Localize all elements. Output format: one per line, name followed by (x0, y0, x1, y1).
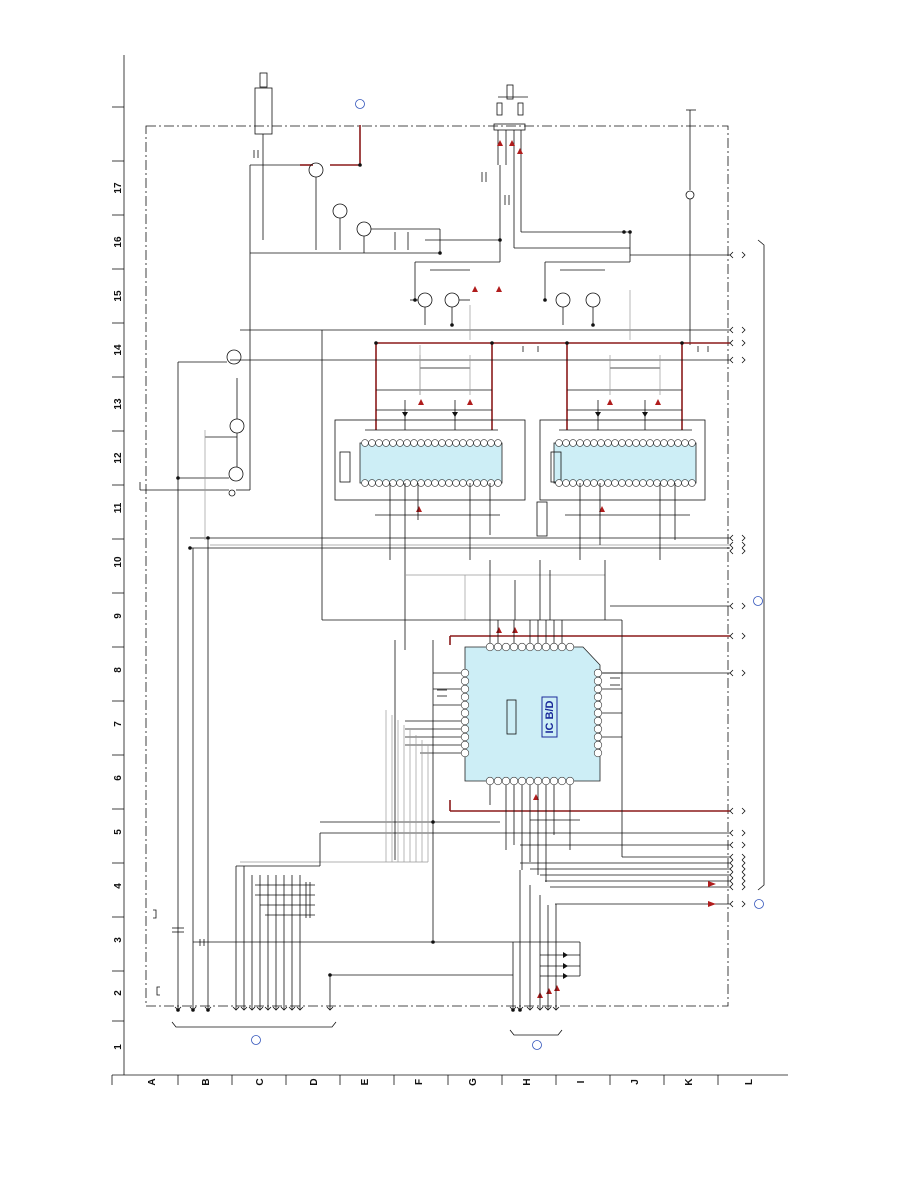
column-label: 3 (113, 937, 124, 943)
upper-amp-left (410, 165, 501, 325)
main-ic: IC B/D (320, 620, 622, 940)
column-label: 9 (113, 613, 124, 619)
amp-ic-left (334, 355, 526, 580)
amp-to-main-wires (322, 560, 623, 860)
power-rails (375, 342, 730, 812)
column-label: 12 (113, 452, 124, 464)
column-label: 1 (113, 1044, 124, 1050)
main-ic-pins-bottom (485, 776, 575, 786)
main-ic-pins-top (485, 642, 575, 652)
reference-marker (753, 596, 763, 606)
column-label: 11 (113, 502, 124, 513)
column-label: 8 (113, 667, 124, 673)
frame (111, 55, 788, 1085)
column-label: 7 (113, 721, 124, 727)
column-label: 14 (113, 344, 124, 356)
top-connector-right (493, 84, 528, 165)
right-bracket (757, 239, 765, 891)
bottom-left-bracket (171, 1021, 337, 1028)
gray-signal-lines (192, 290, 631, 1010)
connector-arrows (729, 251, 746, 908)
right-output-lines (190, 254, 730, 905)
bottom-mid-bracket (509, 1029, 563, 1036)
signal-arrows (416, 140, 716, 998)
main-ic-pins-right (593, 668, 603, 758)
top-right-test-point (685, 109, 696, 345)
column-ticks (112, 106, 124, 1022)
reference-marker (532, 1040, 542, 1050)
top-connector-left (254, 72, 273, 150)
main-ic-pins-left (460, 668, 470, 758)
column-label: 10 (113, 556, 124, 568)
column-label: 17 (113, 182, 124, 194)
row-label: L (744, 1079, 755, 1085)
column-label: 16 (113, 236, 124, 248)
column-label: 2 (113, 990, 124, 996)
row-label: F (414, 1079, 425, 1085)
column-label: 15 (113, 290, 124, 302)
reference-marker (754, 899, 764, 909)
reference-marker (355, 99, 365, 109)
reference-markers (251, 99, 764, 1050)
ic-pins-top (361, 439, 502, 447)
reference-marker (251, 1035, 261, 1045)
row-label: A (147, 1078, 158, 1085)
column-label: 6 (113, 775, 124, 781)
top-transistor-cluster (250, 125, 500, 254)
upper-amp-right (513, 165, 632, 325)
row-label: E (360, 1078, 371, 1085)
capacitors (172, 150, 709, 946)
ic-pins-top (555, 439, 696, 447)
row-label: D (309, 1078, 320, 1085)
row-label: I (576, 1080, 587, 1083)
main-ic-label: IC B/D (544, 700, 556, 733)
ic-pins-bottom (555, 479, 696, 487)
row-label: K (684, 1078, 695, 1086)
row-label: J (630, 1079, 641, 1085)
row-label: H (522, 1078, 533, 1085)
bottom-diode-matrix (193, 870, 581, 1010)
left-transistor-column (139, 165, 323, 1010)
row-label: B (201, 1078, 212, 1085)
column-label: 5 (113, 829, 124, 835)
row-label: C (255, 1078, 266, 1085)
ic-label-box (541, 696, 558, 738)
board-outline (145, 125, 729, 1007)
amp-ic-right (536, 355, 706, 560)
row-labels: A B C D E F G H I J K L (147, 1078, 755, 1086)
column-label: 13 (113, 398, 124, 410)
bottom-terminals (174, 1006, 560, 1011)
ic-marker (506, 699, 517, 735)
row-ticks (177, 1075, 719, 1085)
row-label: G (468, 1078, 479, 1086)
column-labels: 1 2 3 4 5 6 7 8 9 10 11 12 13 14 15 16 1… (113, 182, 124, 1050)
left-bus-lines (235, 710, 513, 1010)
column-label: 4 (113, 883, 124, 889)
left-bracket-marks (153, 909, 160, 996)
